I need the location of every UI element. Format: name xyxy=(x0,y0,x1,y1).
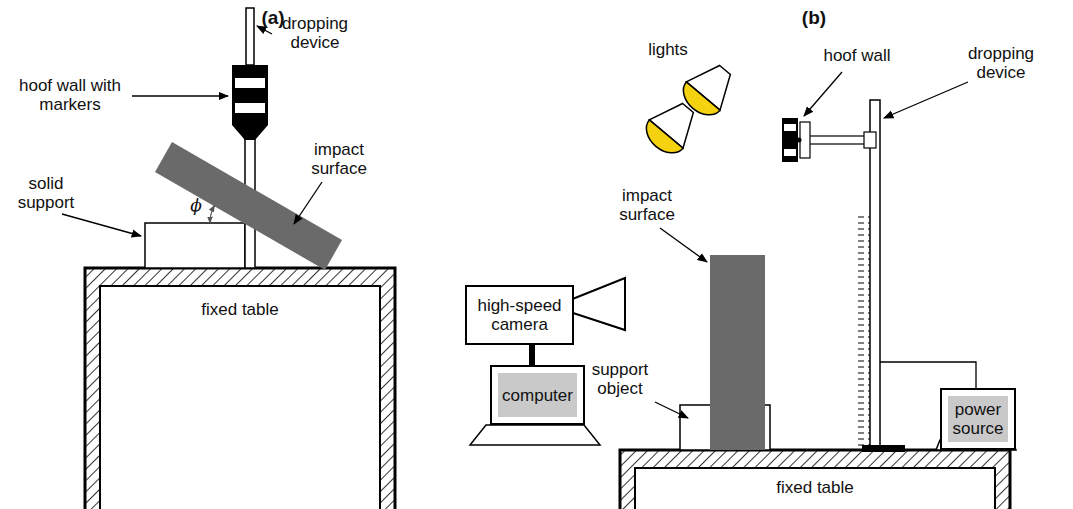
angle-arc xyxy=(210,206,215,224)
part-label: support object xyxy=(578,360,662,398)
lights xyxy=(639,56,742,161)
laptop-screen: power source xyxy=(940,388,1016,450)
node-text: computer xyxy=(502,386,573,405)
table-top-area: fixed table xyxy=(635,468,995,509)
panel-label: (b) xyxy=(796,8,832,27)
leaders-b xyxy=(655,72,968,418)
solid-support xyxy=(145,223,245,268)
node-text: fixed table xyxy=(100,300,380,319)
power-wire xyxy=(880,362,976,388)
table-top-area: fixed table xyxy=(100,286,380,509)
part-label: hoof wall xyxy=(815,46,899,65)
camera-body: high-speed camera xyxy=(465,285,574,345)
camera-mount xyxy=(529,345,535,365)
part-label: lights xyxy=(640,40,696,59)
node-text: high-speed camera xyxy=(471,296,568,334)
node-text: fixed table xyxy=(635,478,995,497)
part-label: dropping device xyxy=(270,14,360,52)
part-label: impact surface xyxy=(296,140,382,178)
leaders-a xyxy=(62,26,322,236)
part-label: solid support xyxy=(4,174,88,212)
impact-surface-b xyxy=(710,255,765,450)
node-text: power source xyxy=(950,400,1006,438)
dropping-device-b xyxy=(782,100,905,452)
computer-base xyxy=(470,425,600,445)
part-label: impact surface xyxy=(604,186,690,224)
angle-symbol: ϕ xyxy=(188,196,204,215)
camera-lens xyxy=(570,278,625,330)
part-label: hoof wall with markers xyxy=(10,76,130,114)
table-a xyxy=(85,268,395,509)
laptop-screen: computer xyxy=(490,365,585,425)
table-b xyxy=(620,450,1010,509)
part-label: dropping device xyxy=(955,44,1047,82)
